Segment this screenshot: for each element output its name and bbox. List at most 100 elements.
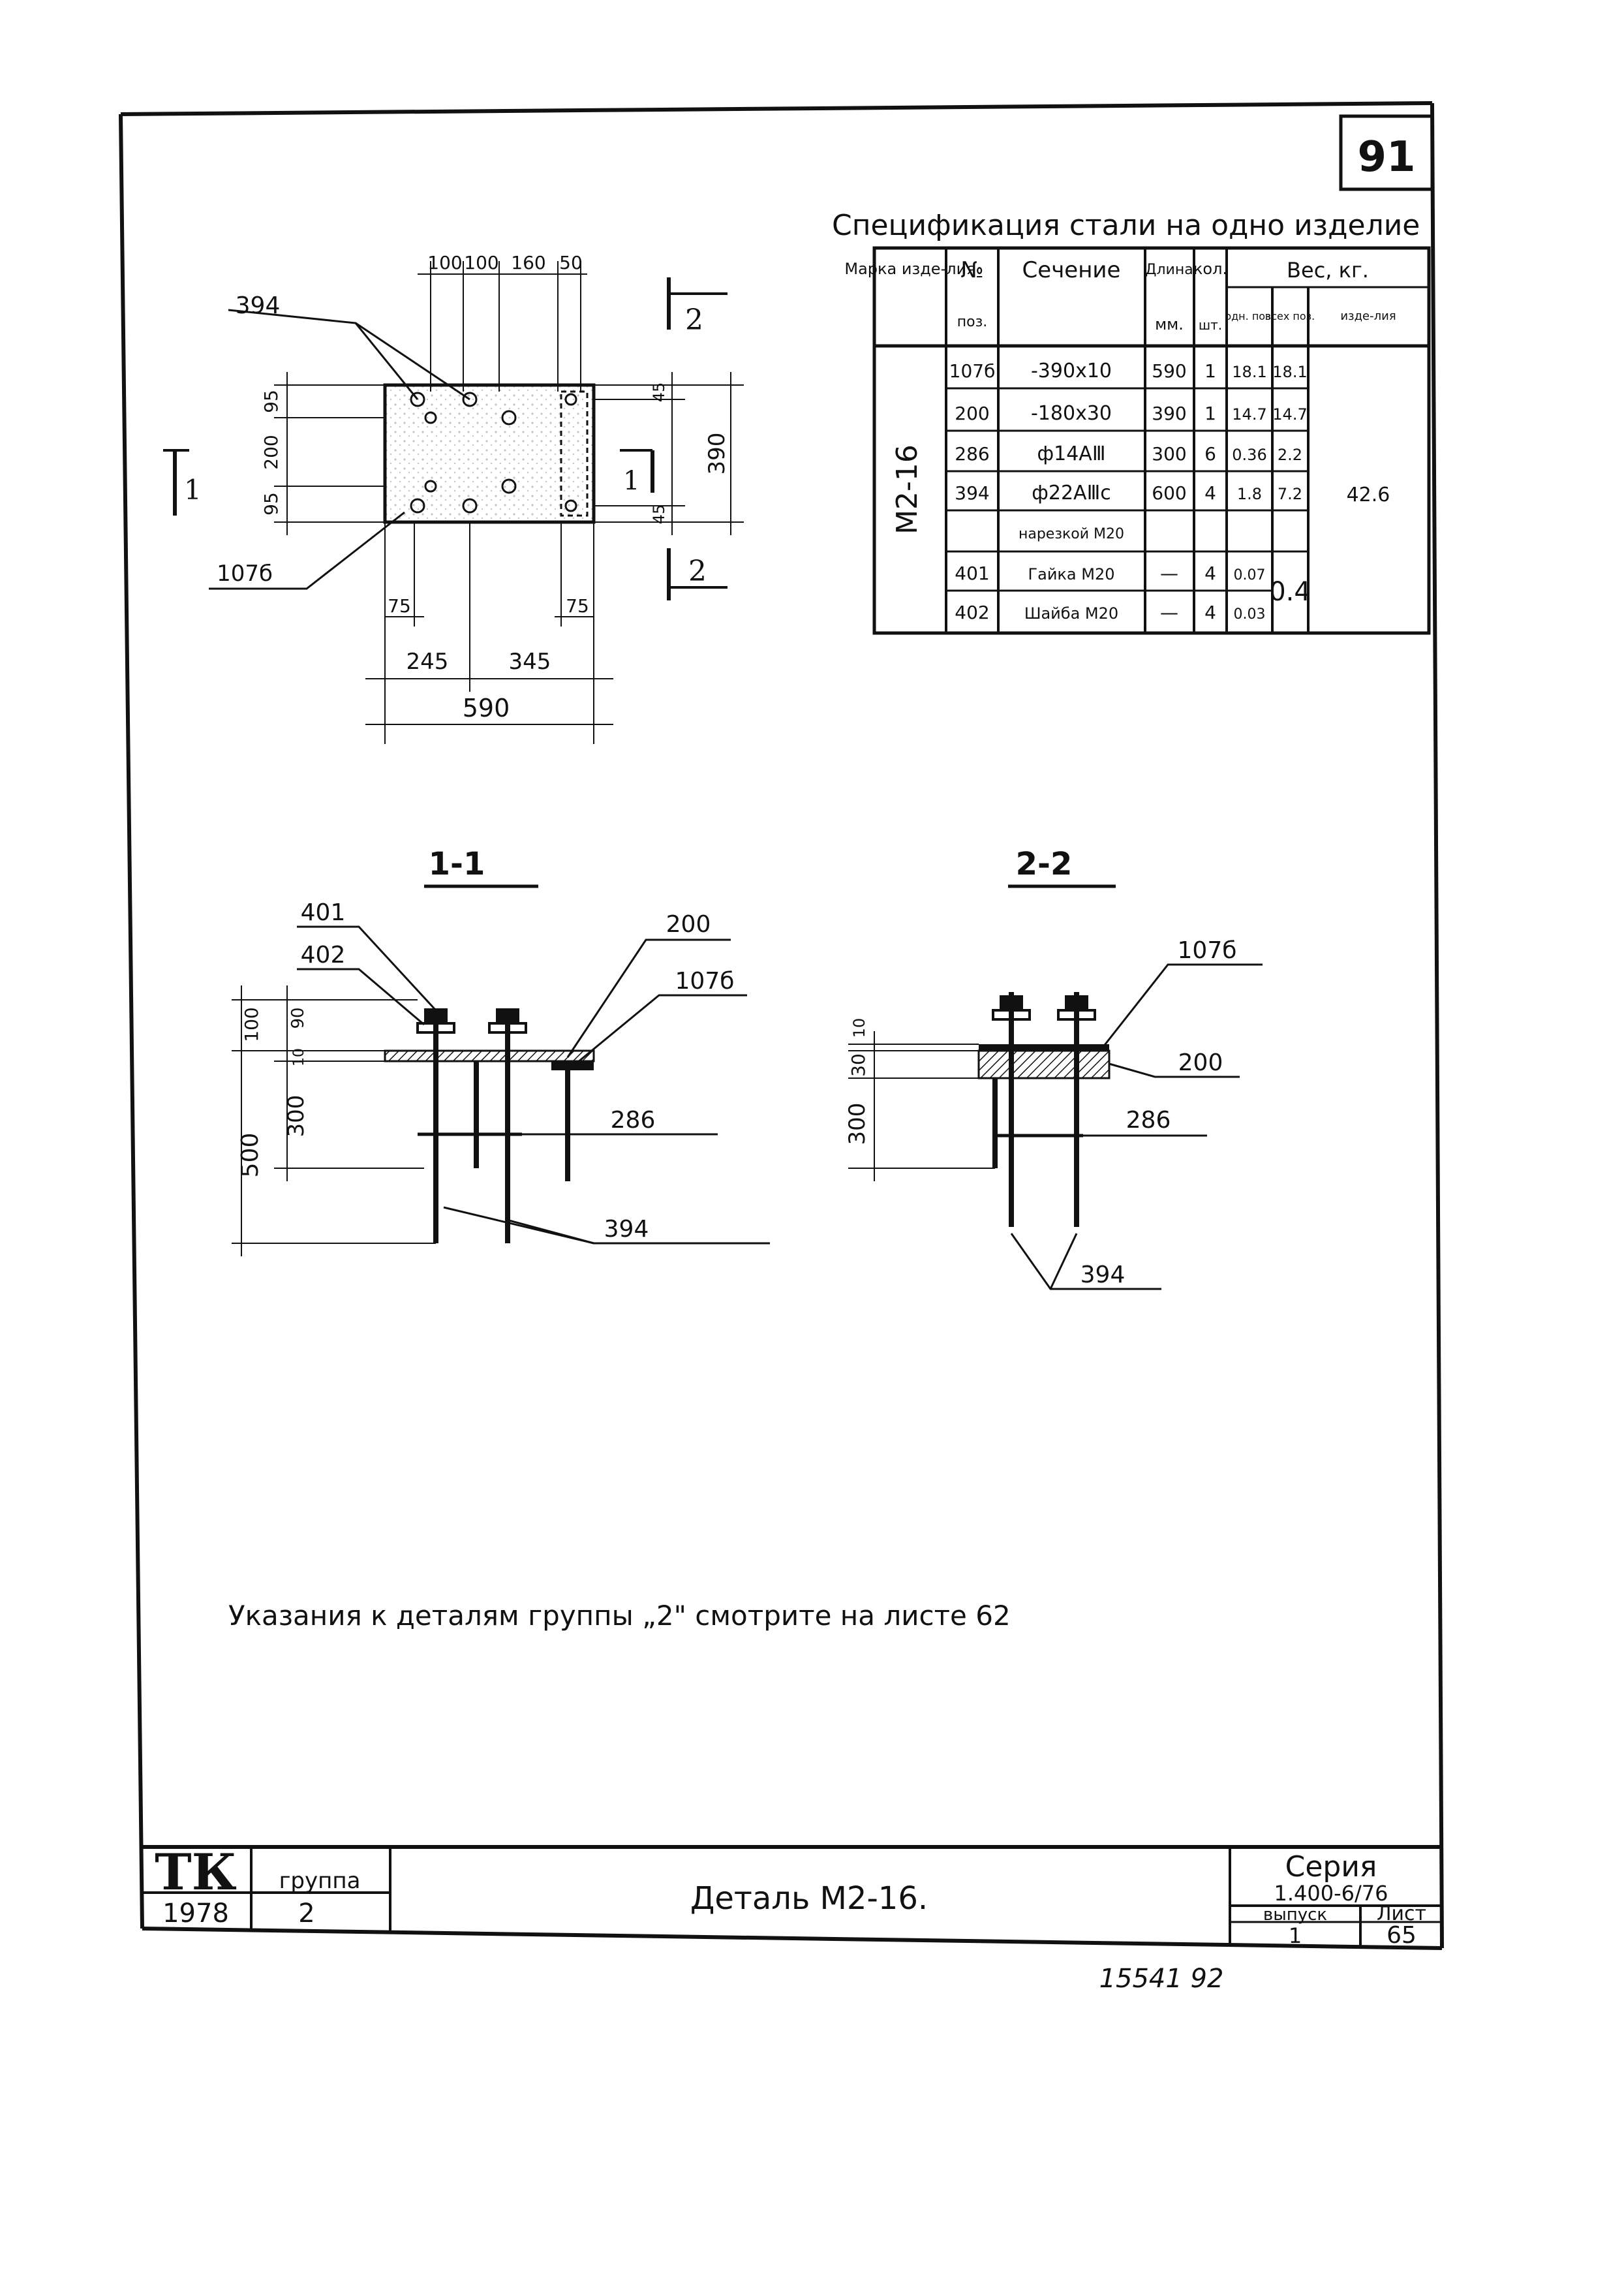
row-w-one: 0.36 [1232,446,1266,464]
spec-title: Спецификация стали на одно изделие [832,209,1420,242]
row-qty: 6 [1204,443,1216,465]
label-286: 286 [1126,1107,1171,1134]
row-qty: 4 [1204,602,1216,623]
row-w-one: 14.7 [1232,405,1266,424]
dim-right-small-1: 45 [650,382,668,403]
header-length-unit: мм. [1155,315,1184,333]
row-section: Гайка М20 [1028,565,1114,583]
group-label: группа [279,1868,361,1894]
row-w-all: 18.1 [1272,363,1307,381]
section-1-1-title: 1-1 [429,846,485,882]
dim-300: 300 [283,1095,309,1138]
row-w-one: 1.8 [1237,485,1262,503]
row-w-one: 0.03 [1234,606,1266,623]
header-w-all: всех поз. [1265,310,1315,322]
callout-107: 107б [217,561,273,587]
section-1-label-right: 1 [623,466,639,496]
merged-weight-401-402: 0.4 [1269,577,1311,607]
sheet-number: 91 [1357,133,1415,181]
dim-100: 100 [241,1007,262,1042]
dim-left-3: 95 [260,492,282,516]
header-pos-label: поз. [957,314,988,330]
section-1-label-left: 1 [184,474,202,506]
dim-bottom-345: 345 [509,649,551,675]
spec-row: 200 -180x30 390 1 14.7 14.7 [955,402,1307,425]
row-pos: 394 [955,482,989,504]
sheet-value: 65 [1387,1922,1417,1949]
anchor-marks [410,392,577,514]
header-weight: Вес, кг. [1287,258,1369,283]
spec-row: 286 ф14АⅢ 300 6 0.36 2.2 [955,442,1302,465]
row-length: 300 [1152,443,1186,465]
issue-label: выпуск [1263,1905,1327,1925]
row-w-all: 2.2 [1278,446,1302,464]
row-qty: 1 [1204,360,1216,382]
item-weight: 42.6 [1347,484,1390,506]
row-w-all: 7.2 [1278,485,1302,503]
header-w-one: одн. поз. [1225,310,1274,322]
dim-300: 300 [844,1103,870,1145]
row-length: 590 [1152,360,1186,382]
row-w-all: 14.7 [1272,405,1307,424]
row-length: — [1160,563,1178,584]
header-mark: Марка изде-лия [844,260,975,278]
plan-view: 100 100 160 50 95 200 95 45 45 390 75 75… [163,252,744,744]
header-length: Длина [1145,262,1193,278]
dim-top-2: 100 [464,252,498,273]
dim-top-1: 100 [427,252,462,273]
year: 1978 [162,1899,229,1929]
row-section: нарезкой М20 [1019,526,1124,542]
dim-top-4: 50 [559,252,583,273]
label-394: 394 [604,1216,649,1243]
row-length: 600 [1152,482,1186,504]
dim-left-1: 95 [260,390,282,413]
dim-bottom-590: 590 [463,694,510,722]
org-logo: ТК [155,1843,237,1901]
footer-code: 15541 92 [1099,1964,1224,1994]
header-qty-unit: шт. [1199,317,1222,333]
dim-10: 10 [850,1018,868,1038]
title-block: ТК группа 1978 2 Деталь М2-16. Серия 1.4… [142,1843,1442,1949]
spec-row: нарезкой М20 [1019,526,1124,542]
spec-row: 402 Шайба М20 — 4 0.03 [955,602,1265,623]
dim-right-390: 390 [704,433,730,475]
dim-90: 90 [288,1007,308,1029]
row-length: 390 [1152,403,1186,424]
row-qty: 4 [1204,563,1216,584]
callout-394: 394 [236,292,281,319]
dim-right-small-2: 45 [650,504,668,525]
label-286: 286 [611,1107,656,1134]
note-text: Указания к деталям группы „2" смотрите н… [228,1600,1011,1632]
section-marker-1-left: 1 [163,449,202,516]
row-pos: 107б [949,360,996,382]
label-394: 394 [1080,1262,1126,1288]
section-2-2-title: 2-2 [1016,846,1073,882]
sheet-frame [119,101,1444,1950]
section-marker-2-top: 2 [667,277,728,337]
row-pos: 286 [955,443,989,465]
label-200: 200 [666,911,711,938]
spec-row: 394 ф22АⅢс 600 4 1.8 7.2 [955,482,1302,504]
group-value: 2 [298,1899,314,1929]
row-qty: 1 [1204,403,1216,424]
row-section: -180x30 [1031,402,1112,425]
dim-bottom-small-2: 75 [566,595,589,617]
issue-value: 1 [1289,1923,1302,1948]
spec-mark: М2-16 [891,444,924,535]
label-107: 107б [675,968,735,995]
label-401: 401 [301,899,346,926]
series-label: Серия [1285,1850,1377,1883]
row-section: Шайба М20 [1024,604,1118,623]
dim-10: 10 [291,1048,307,1066]
dim-30: 30 [848,1053,869,1077]
section-1-1: 1-1 100 90 10 300 [232,846,770,1256]
label-402: 402 [301,942,346,969]
section-2-label-top: 2 [685,303,703,337]
header-w-item: изде-лия [1340,309,1396,323]
dim-left-2: 200 [260,435,282,469]
row-pos: 402 [955,602,989,623]
label-200: 200 [1178,1049,1223,1076]
series-value: 1.400-6/76 [1274,1881,1388,1906]
header-pos-no: № [960,257,983,283]
section-2-2: 2-2 10 30 300 [844,846,1263,1290]
